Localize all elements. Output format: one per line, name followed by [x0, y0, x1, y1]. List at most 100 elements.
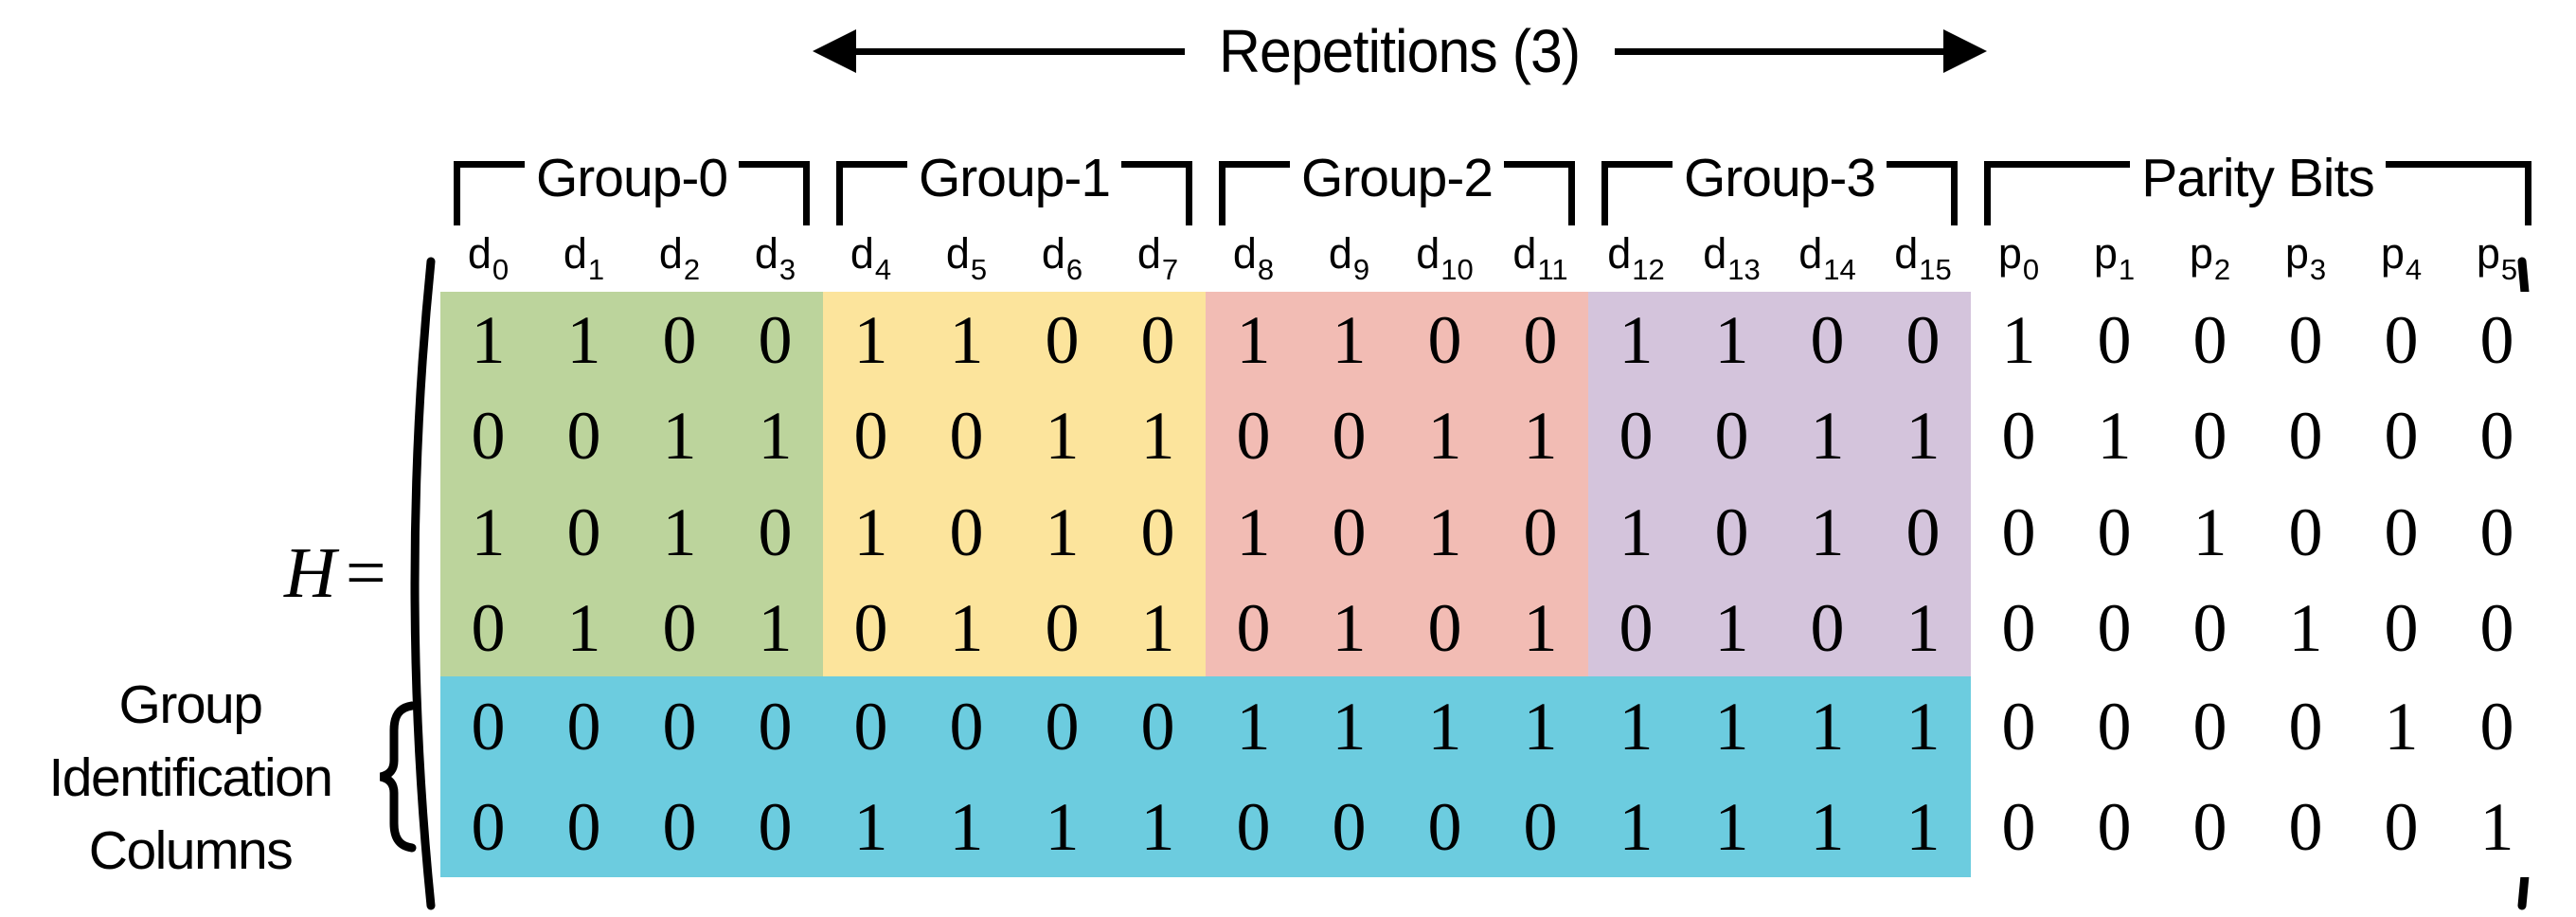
matrix-cell-r1-c4: 0 [823, 387, 919, 484]
matrix-cell-r4-c20: 1 [2353, 676, 2449, 777]
matrix-cell-r5-c13: 1 [1684, 777, 1780, 877]
matrix-cell-r1-c20: 0 [2353, 387, 2449, 484]
bracket-corner-right-icon [1121, 161, 1193, 225]
left-arrowhead-icon [813, 29, 856, 73]
column-header-d9: d9 [1328, 228, 1370, 286]
matrix-cell-r0-c1: 1 [536, 292, 632, 388]
matrix-cell-r4-c4: 0 [823, 676, 919, 777]
matrix-cell-r1-c8: 0 [1206, 387, 1301, 484]
matrix-cell-r5-c14: 1 [1780, 777, 1875, 877]
matrix-cell-r2-c19: 0 [2258, 484, 2353, 581]
matrix-cell-r5-c3: 0 [727, 777, 823, 877]
matrix-cell-r3-c3: 1 [727, 580, 823, 676]
column-header-p2: p2 [2189, 228, 2231, 286]
matrix-cell-r2-c14: 1 [1780, 484, 1875, 581]
matrix-cell-r2-c0: 1 [440, 484, 536, 581]
bracket-corner-left-icon [1601, 161, 1673, 225]
matrix-cell-r2-c13: 0 [1684, 484, 1780, 581]
right-arrow-line [1614, 47, 1943, 55]
matrix-cell-r4-c0: 0 [440, 676, 536, 777]
column-header-d1: d1 [563, 228, 605, 286]
matrix-cell-r0-c10: 0 [1397, 292, 1493, 388]
matrix-cell-r3-c6: 0 [1014, 580, 1110, 676]
matrix-cell-r5-c12: 1 [1588, 777, 1684, 877]
matrix-cell-r2-c18: 1 [2162, 484, 2258, 581]
bracket-corner-left-icon [1219, 161, 1290, 225]
column-header-d12: d12 [1607, 228, 1665, 286]
equals-sign: = [345, 533, 386, 613]
matrix-cell-r3-c17: 0 [2066, 580, 2162, 676]
matrix-cell-r0-c5: 1 [919, 292, 1014, 388]
matrix-cell-r3-c13: 1 [1684, 580, 1780, 676]
repetitions-annotation: Repetitions (3) [813, 15, 1987, 87]
matrix-cell-r5-c4: 1 [823, 777, 919, 877]
matrix-cell-r5-c17: 0 [2066, 777, 2162, 877]
matrix-cell-r3-c12: 0 [1588, 580, 1684, 676]
column-header-d7: d7 [1136, 228, 1179, 286]
bracket-corner-right-icon [1887, 161, 1959, 225]
matrix-cell-r4-c18: 0 [2162, 676, 2258, 777]
group-bracket-group-1: Group-1 [823, 131, 1206, 225]
matrix-cell-r3-c19: 1 [2258, 580, 2353, 676]
column-header-p5: p5 [2476, 228, 2518, 286]
matrix-cell-r2-c10: 1 [1397, 484, 1493, 581]
column-header-d4: d4 [850, 228, 892, 286]
matrix-cell-r3-c11: 1 [1493, 580, 1588, 676]
matrix-cell-r4-c21: 0 [2449, 676, 2545, 777]
matrix-cell-r3-c20: 0 [2353, 580, 2449, 676]
matrix-cell-r0-c16: 1 [1971, 292, 2066, 388]
group-identification-annotation: Group Identification Columns [0, 669, 381, 888]
column-header-d15: d15 [1894, 228, 1952, 286]
matrix-cell-r0-c8: 1 [1206, 292, 1301, 388]
matrix-cell-r1-c19: 0 [2258, 387, 2353, 484]
matrix-symbol-h: H [284, 533, 336, 613]
left-arrow-line [856, 47, 1186, 55]
group-bracket-label: Group-1 [918, 148, 1111, 208]
matrix-cell-r5-c10: 0 [1397, 777, 1493, 877]
matrix-cell-r5-c0: 0 [440, 777, 536, 877]
matrix-cell-r0-c12: 1 [1588, 292, 1684, 388]
right-arrowhead-icon [1943, 29, 1987, 73]
matrix-cell-r2-c6: 1 [1014, 484, 1110, 581]
matrix-cell-r0-c17: 0 [2066, 292, 2162, 388]
left-parenthesis [410, 257, 436, 910]
matrix-cell-r2-c2: 1 [632, 484, 727, 581]
matrix-cell-r1-c5: 0 [919, 387, 1014, 484]
matrix-cell-r4-c16: 0 [1971, 676, 2066, 777]
column-header-d14: d14 [1798, 228, 1856, 286]
matrix-cell-r1-c12: 0 [1588, 387, 1684, 484]
group-bracket-label: Group-2 [1300, 148, 1494, 208]
matrix-cell-r1-c15: 1 [1875, 387, 1971, 484]
matrix-cell-r3-c4: 0 [823, 580, 919, 676]
matrix-cell-r0-c19: 0 [2258, 292, 2353, 388]
column-header-d6: d6 [1041, 228, 1083, 286]
matrix-cell-r3-c15: 1 [1875, 580, 1971, 676]
column-header-d3: d3 [754, 228, 796, 286]
matrix-cell-r3-c14: 0 [1780, 580, 1875, 676]
matrix-name-label: H= [284, 532, 386, 615]
curly-brace-icon [379, 701, 417, 853]
matrix-cell-r1-c2: 1 [632, 387, 727, 484]
matrix-cell-r4-c3: 0 [727, 676, 823, 777]
matrix-cell-r3-c16: 0 [1971, 580, 2066, 676]
matrix-cell-r5-c9: 0 [1301, 777, 1397, 877]
column-header-d2: d2 [658, 228, 701, 286]
column-header-d10: d10 [1416, 228, 1474, 286]
matrix-cell-r4-c11: 1 [1493, 676, 1588, 777]
matrix-cell-r3-c1: 1 [536, 580, 632, 676]
matrix-cell-r5-c5: 1 [919, 777, 1014, 877]
matrix-cell-r2-c15: 0 [1875, 484, 1971, 581]
matrix-cell-r3-c2: 0 [632, 580, 727, 676]
matrix-cell-r2-c5: 0 [919, 484, 1014, 581]
matrix-cell-r5-c19: 0 [2258, 777, 2353, 877]
matrix-cell-r0-c2: 0 [632, 292, 727, 388]
matrix-cell-r3-c21: 0 [2449, 580, 2545, 676]
matrix-cell-r0-c21: 0 [2449, 292, 2545, 388]
matrix-cell-r2-c3: 0 [727, 484, 823, 581]
matrix-cell-r2-c4: 1 [823, 484, 919, 581]
matrix-cell-r3-c9: 1 [1301, 580, 1397, 676]
column-header-d0: d0 [467, 228, 510, 286]
